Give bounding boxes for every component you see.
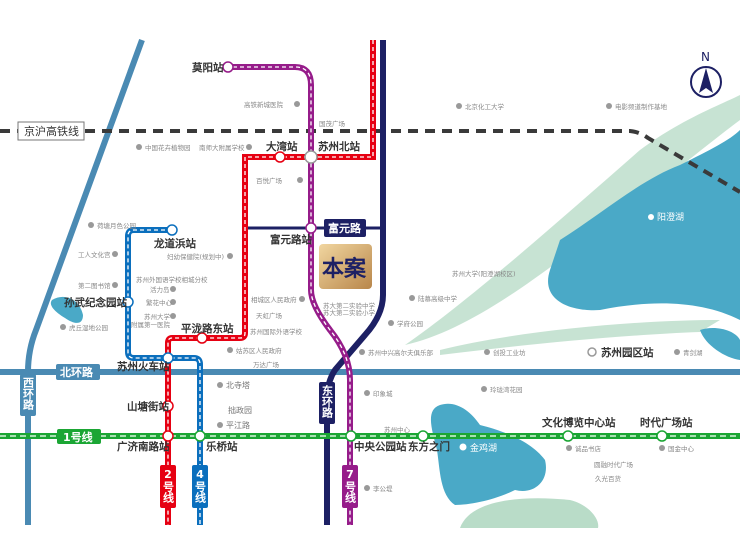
poi: 苏州外国语学校相城分校 — [136, 275, 208, 284]
poi: 诚品书店 — [575, 444, 602, 453]
poi: 创投工业坊 — [493, 348, 526, 357]
svg-text:N: N — [701, 50, 710, 64]
poi: 苏州中心 — [384, 425, 411, 434]
west-ring-label: 西环路 — [20, 374, 36, 416]
station-guangji-south[interactable]: 广济南路站 — [117, 440, 170, 453]
svg-text:北环路: 北环路 — [60, 365, 94, 379]
poi: 繁花中心 — [146, 298, 173, 307]
poi: 北寺塔 — [226, 380, 250, 390]
metro-line-7 — [226, 64, 353, 525]
poi: 陆慕高级中学 — [418, 294, 458, 303]
lake-icon — [648, 214, 654, 220]
svg-text:1号线: 1号线 — [63, 430, 93, 444]
poi: 国金中心 — [668, 444, 695, 453]
metro-line-2 — [165, 40, 376, 525]
poi: 苏州国际外语学校 — [250, 327, 303, 336]
poi: 玲珑湾花园 — [490, 385, 523, 394]
wetland-pond — [50, 296, 83, 323]
svg-text:京沪高铁线: 京沪高铁线 — [24, 124, 79, 138]
poi: 天虹广场 — [256, 311, 283, 320]
station-culture-expo[interactable]: 文化博览中心站 — [541, 416, 616, 429]
svg-text:西环路: 西环路 — [22, 377, 35, 411]
svg-text:2号线: 2号线 — [162, 468, 175, 504]
poi: 高铁新城医院 — [244, 100, 284, 109]
poi-markers — [60, 101, 680, 491]
line-2-label: 2号线 — [160, 465, 176, 508]
poi: 青剑湖 — [683, 348, 703, 357]
station-labels: 莫阳站 大湾站 苏州北站 富元路站 龙道浜站 孙武纪念园站 平泷路东站 苏州火车… — [64, 61, 693, 453]
poi: 苏大第二实验中学 — [323, 301, 376, 310]
poi: 第二图书馆 — [78, 281, 111, 290]
poi: 工人文化宫 — [78, 250, 111, 259]
station-dongfang[interactable]: 东方之门 — [408, 440, 450, 453]
poi: 万达广场 — [253, 360, 280, 369]
fuyuan-road-label: 富元路 — [324, 219, 366, 237]
poi: 百悦广场 — [256, 176, 283, 185]
poi: 平江路 — [226, 420, 250, 430]
poi: 相城区人民政府 — [251, 295, 297, 304]
station-sunwu[interactable]: 孙武纪念园站 — [64, 296, 127, 309]
poi: 圆融时代广场 — [594, 460, 634, 469]
line-4-label: 4号线 — [192, 465, 208, 508]
lake-yangcheng: 阳澄湖 — [657, 211, 684, 223]
line-7-label: 7号线 — [342, 465, 358, 508]
station-pinglong-east[interactable]: 平泷路东站 — [181, 322, 234, 335]
svg-text:本案: 本案 — [322, 256, 367, 282]
svg-text:4号线: 4号线 — [194, 468, 207, 504]
poi: 北京化工大学 — [465, 102, 505, 111]
poi: 拙政园 — [228, 405, 252, 415]
poi: 虎丘湿地公园 — [69, 323, 108, 332]
poi: 妇幼保健院(规划中) — [167, 252, 224, 261]
station-markers — [122, 61, 668, 442]
poi: 苏州大学 — [144, 312, 171, 321]
station-fuyuanlu[interactable]: 富元路站 — [270, 233, 312, 246]
svg-text:东环路: 东环路 — [321, 384, 334, 419]
north-compass-icon: N — [690, 50, 722, 98]
poi: 电影频道制作基地 — [615, 102, 668, 111]
station-suzhou-rail[interactable]: 苏州火车站 — [117, 360, 170, 373]
project-marker[interactable]: 本案 — [319, 244, 372, 289]
poi: 苏大第二实验小学 — [323, 308, 376, 317]
poi: 附属第一医院 — [131, 320, 171, 329]
station-moyang[interactable]: 莫阳站 — [191, 61, 224, 74]
poi: 中国花卉植物园 — [145, 143, 191, 152]
poi: 国茂广场 — [319, 119, 346, 128]
poi: 活力岛 — [150, 285, 170, 294]
poi: 苏州大学(阳澄湖校区) — [452, 269, 516, 278]
poi: 苏州中兴高尔夫俱乐部 — [368, 348, 434, 357]
station-longdaobang[interactable]: 龙道浜站 — [153, 237, 196, 250]
station-central-park[interactable]: 中央公园站 — [354, 440, 407, 453]
station-shantangjie[interactable]: 山塘街站 — [127, 400, 169, 413]
metro-line-4 — [125, 227, 203, 525]
lake-icon — [459, 443, 467, 451]
poi: 久光百货 — [595, 474, 622, 483]
poi: 姑苏区人民政府 — [236, 346, 282, 355]
poi: 学府公园 — [397, 319, 423, 328]
station-leqiao[interactable]: 乐桥站 — [206, 440, 238, 453]
svg-text:富元路: 富元路 — [328, 221, 362, 235]
hsr-line — [0, 129, 740, 194]
yangcheng-lake — [548, 130, 740, 360]
jinji-lake — [430, 403, 546, 505]
hsr-label: 京沪高铁线 — [17, 121, 85, 141]
lake-jinji: 金鸡湖 — [470, 442, 497, 454]
station-suzhou-north[interactable]: 苏州北站 — [318, 140, 360, 153]
station-sip[interactable]: 苏州园区站 — [601, 346, 654, 359]
station-dawan[interactable]: 大湾站 — [266, 140, 298, 153]
poi: 李公堤 — [373, 484, 393, 493]
svg-text:7号线: 7号线 — [344, 468, 357, 504]
green-belts — [405, 95, 740, 528]
ring-roads — [0, 38, 740, 525]
poi: 印象城 — [373, 389, 393, 398]
line-1-label: 1号线 — [57, 429, 101, 444]
station-times-square[interactable]: 时代广场站 — [640, 416, 693, 429]
east-ring-label: 东环路 — [319, 382, 335, 424]
poi: 南师大附属学校 — [199, 143, 245, 152]
poi: 荷塘月色公园 — [97, 221, 136, 230]
poi-labels: 高铁新城医院 国茂广场 中国花卉植物园 南师大附属学校 百悦广场 北京化工大学 … — [69, 100, 703, 493]
north-ring-label: 北环路 — [56, 364, 100, 380]
